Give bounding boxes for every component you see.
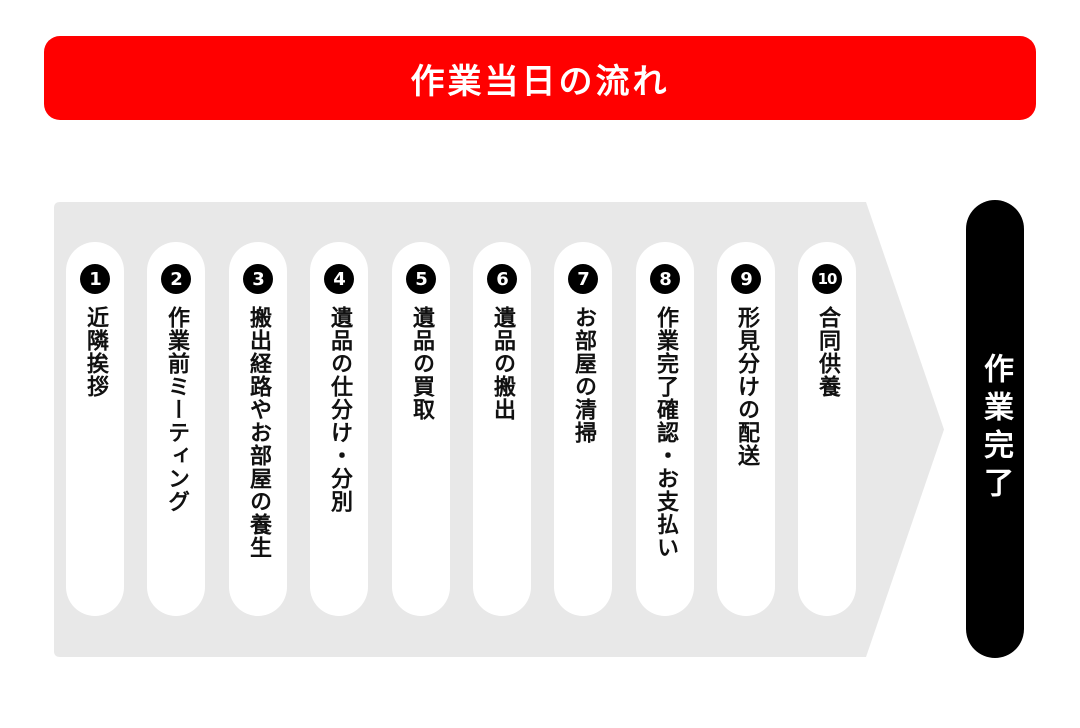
step-label: 合同供養 — [815, 306, 840, 398]
step-label: 遺品の仕分け・分別 — [327, 306, 352, 513]
step-2: 2 作業前ミーティング — [147, 242, 205, 616]
header-banner: 作業当日の流れ — [44, 36, 1036, 120]
step-label: 搬出経路やお部屋の養生 — [246, 306, 271, 559]
step-number: 8 — [650, 264, 680, 294]
page-title: 作業当日の流れ — [410, 61, 670, 102]
step-7: 7 お部屋の清掃 — [554, 242, 612, 616]
step-3: 3 搬出経路やお部屋の養生 — [229, 242, 287, 616]
step-9: 9 形見分けの配送 — [717, 242, 775, 616]
step-label: 作業完了確認・お支払い — [653, 306, 678, 559]
step-number: 5 — [406, 264, 436, 294]
step-number: 1 — [80, 264, 110, 294]
final-step-label: 作業完了 — [978, 353, 1013, 505]
step-1: 1 近隣挨拶 — [66, 242, 124, 616]
step-label: 形見分けの配送 — [734, 306, 759, 467]
step-label: 遺品の搬出 — [490, 306, 515, 421]
step-number: 4 — [324, 264, 354, 294]
step-label: 作業前ミーティング — [164, 306, 189, 513]
step-number: 10 — [812, 264, 842, 294]
step-8: 8 作業完了確認・お支払い — [636, 242, 694, 616]
step-4: 4 遺品の仕分け・分別 — [310, 242, 368, 616]
step-10: 10 合同供養 — [798, 242, 856, 616]
step-number: 9 — [731, 264, 761, 294]
step-6: 6 遺品の搬出 — [473, 242, 531, 616]
step-label: 近隣挨拶 — [83, 306, 108, 398]
step-number: 7 — [568, 264, 598, 294]
step-label: 遺品の買取 — [409, 306, 434, 421]
final-step: 作業完了 — [966, 200, 1024, 658]
step-label: お部屋の清掃 — [571, 306, 596, 444]
step-5: 5 遺品の買取 — [392, 242, 450, 616]
step-number: 6 — [487, 264, 517, 294]
step-number: 3 — [243, 264, 273, 294]
step-number: 2 — [161, 264, 191, 294]
